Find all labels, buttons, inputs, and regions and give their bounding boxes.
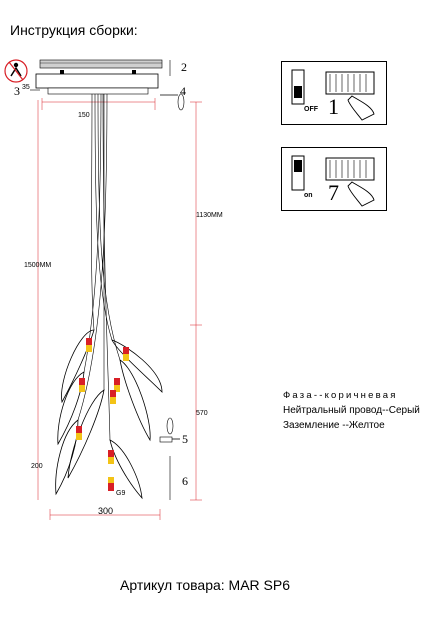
phase-wire-text: Фаза--коричневая (283, 390, 398, 401)
installer-icon (4, 58, 28, 84)
breaker-on-panel: on 7 (281, 147, 387, 211)
step-5-label: 5 (182, 432, 188, 446)
cluster-height-label: 570 (196, 410, 208, 417)
panel-2-number: 7 (328, 180, 339, 205)
ground-wire-text: Заземление --Желтое (283, 420, 385, 431)
total-height-label: 1500MM (24, 262, 52, 269)
breaker-off-panel: OFF 1 (281, 61, 387, 125)
canopy-height-label: 35 (22, 84, 30, 91)
neutral-wire-text: Нейтральный провод--Серый (283, 405, 420, 416)
step-3-label: 3 (14, 84, 20, 98)
cable-length-label: 1130MM (196, 212, 223, 219)
cluster-width-label: 300 (98, 506, 114, 516)
canopy-width-label: 150 (78, 112, 90, 119)
step-2-label: 2 (181, 60, 187, 74)
on-state-label: on (304, 192, 313, 199)
bulb-size-label: G9 (116, 490, 126, 497)
panel-1-number: 1 (328, 94, 339, 119)
bottom-offset-label: 200 (31, 463, 43, 470)
step-4-label: 4 (180, 84, 186, 98)
off-state-label: OFF (304, 106, 318, 113)
page-title: Инструкция сборки: (10, 22, 138, 38)
wiring-legend: Фаза--коричневая Нейтральный провод--Сер… (283, 388, 420, 433)
step-6-label: 6 (182, 474, 188, 488)
article-number: Артикул товара: MAR SP6 (120, 577, 291, 593)
